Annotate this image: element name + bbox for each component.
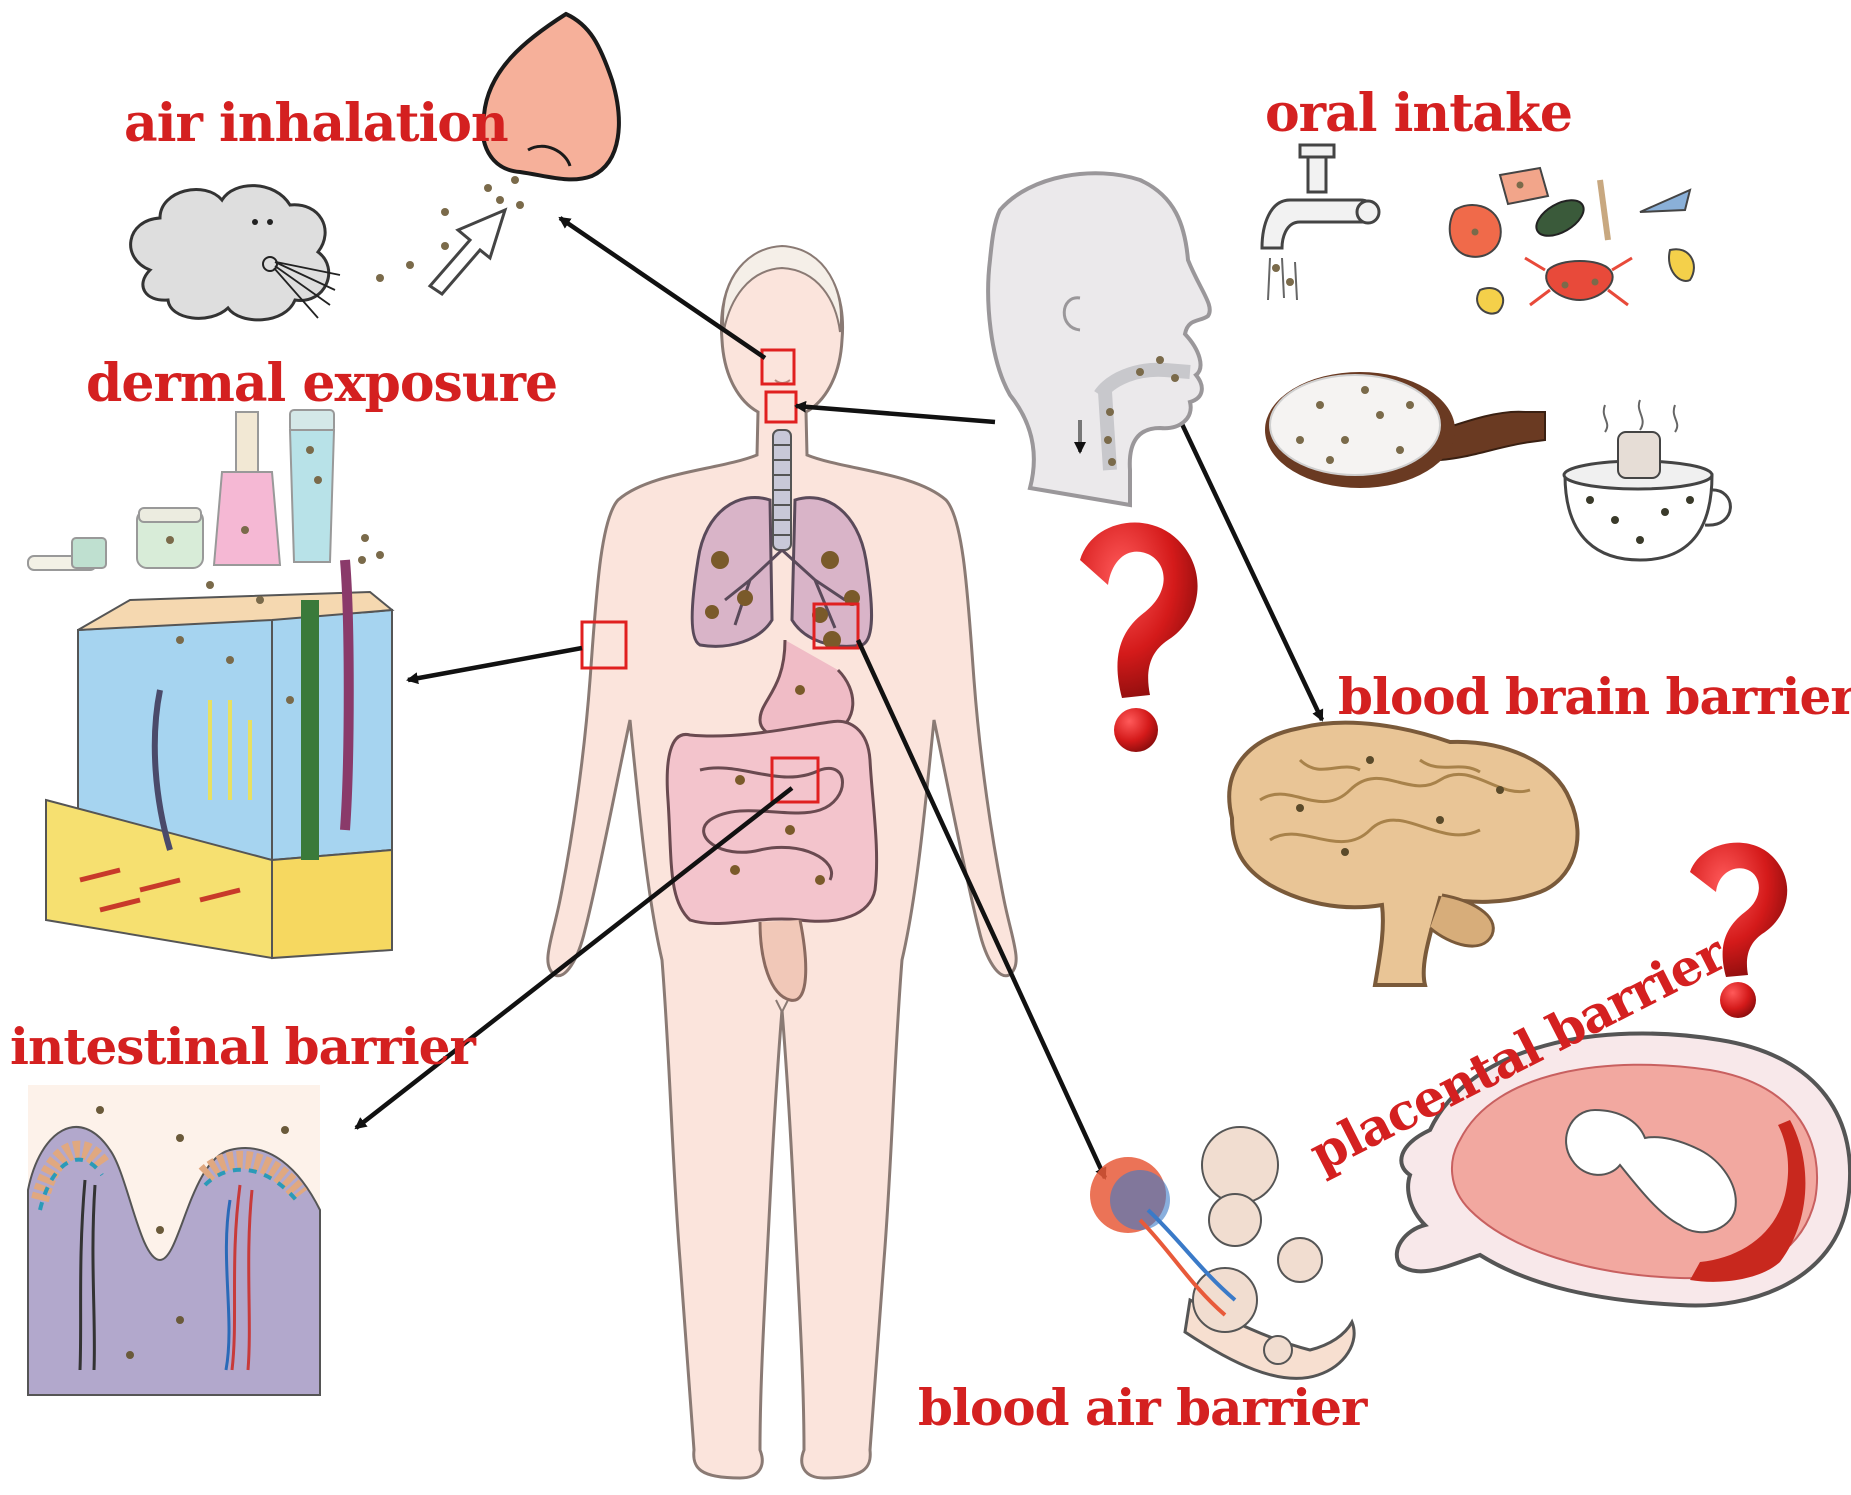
cosmetic-bottles-icon bbox=[28, 410, 384, 570]
arrow-to-skin bbox=[408, 648, 582, 680]
label-dermal-exposure: dermal exposure bbox=[86, 358, 557, 410]
label-intestinal-barrier: intestinal barrier bbox=[10, 1022, 475, 1072]
tea-cup-icon bbox=[1564, 400, 1730, 560]
head-profile-illustration bbox=[988, 173, 1210, 505]
faucet-icon bbox=[1262, 145, 1379, 300]
label-blood-brain-barrier: blood brain barrier bbox=[1338, 672, 1851, 722]
label-oral-intake: oral intake bbox=[1265, 88, 1572, 140]
brain-illustration bbox=[1229, 723, 1577, 985]
intestinal-villi-illustration bbox=[28, 1085, 320, 1395]
label-blood-air-barrier: blood air barrier bbox=[918, 1383, 1366, 1433]
cloud-puffing-icon bbox=[131, 186, 340, 320]
alveoli-illustration bbox=[1090, 1127, 1354, 1378]
trachea bbox=[773, 430, 791, 550]
skin-cross-section bbox=[46, 560, 392, 958]
label-air-inhalation: air inhalation bbox=[124, 98, 508, 150]
question-mark-icon bbox=[1080, 523, 1198, 752]
seafood-icons bbox=[1450, 168, 1694, 314]
hollow-inhalation-arrow bbox=[430, 210, 505, 294]
arrow-from-oral bbox=[796, 406, 995, 422]
salt-spoon-icon bbox=[1265, 372, 1545, 488]
